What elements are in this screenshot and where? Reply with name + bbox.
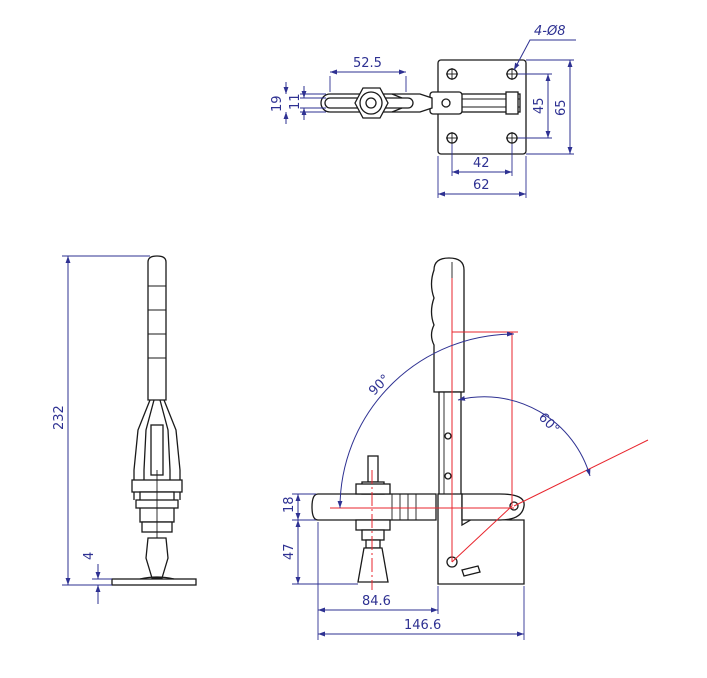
top-view	[320, 59, 527, 155]
label-bar-height: 18	[282, 496, 297, 513]
label-arm-length: 52.5	[353, 56, 382, 71]
label-base-width: 62	[473, 178, 490, 193]
label-arm-width-inner: 11	[288, 93, 303, 110]
label-base-length: 65	[554, 99, 569, 116]
label-hole-spec: 4-Ø8	[534, 24, 565, 39]
dimension-lines	[62, 39, 576, 640]
label-arm-width-outer: 19	[270, 95, 285, 112]
side-view	[111, 255, 197, 586]
label-hole-spacing-x: 42	[473, 156, 490, 171]
label-total-length: 146.6	[404, 618, 441, 633]
label-spindle-height: 47	[282, 543, 297, 560]
front-view	[311, 257, 649, 590]
label-total-height: 232	[52, 405, 67, 430]
label-base-thickness: 4	[82, 552, 97, 560]
label-reach: 84.6	[362, 594, 391, 609]
label-angle-open: 90°	[366, 372, 393, 399]
label-hole-spacing-y: 45	[532, 97, 547, 114]
label-angle-release: 60°	[535, 410, 562, 437]
